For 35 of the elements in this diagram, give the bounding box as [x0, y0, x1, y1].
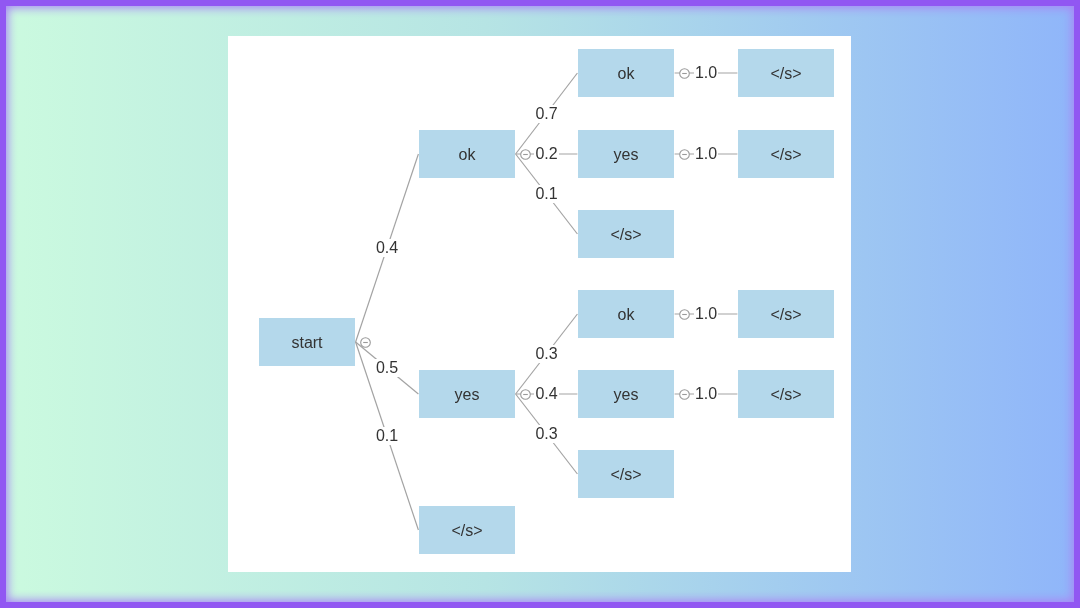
token-box: [738, 130, 834, 178]
token-text: </s>: [770, 63, 802, 83]
edge-label: 0.4: [374, 239, 400, 257]
token-text: ok: [617, 304, 635, 324]
token-box: [259, 318, 355, 366]
token-box: [578, 450, 674, 498]
token-text: </s>: [610, 224, 642, 244]
token-box: [578, 370, 674, 418]
token-text: </s>: [451, 520, 483, 540]
connector-line: [355, 153, 419, 343]
token-text: </s>: [770, 304, 802, 324]
token-text: ok: [617, 63, 635, 83]
token-box: [738, 370, 834, 418]
edge-label: 0.1: [534, 185, 559, 203]
token-box: [578, 49, 674, 97]
token-text: yes: [613, 384, 639, 404]
edge-label: 0.1: [374, 427, 400, 445]
edge-label: 0.3: [534, 345, 559, 363]
edge-label: 0.3: [534, 425, 559, 443]
token-box: [578, 290, 674, 338]
token-text: </s>: [770, 384, 802, 404]
token-box: [738, 49, 834, 97]
token-text: yes: [454, 384, 480, 404]
edge-label: 0.5: [374, 359, 400, 377]
token-box: [419, 130, 515, 178]
token-text: ok: [458, 144, 476, 164]
token-box: [419, 370, 515, 418]
token-box: [578, 130, 674, 178]
token-text: </s>: [610, 464, 642, 484]
token-text: yes: [613, 144, 639, 164]
token-text: </s>: [770, 144, 802, 164]
token-text: start: [291, 332, 323, 352]
token-box: [419, 506, 515, 554]
token-box: [738, 290, 834, 338]
token-box: [578, 210, 674, 258]
